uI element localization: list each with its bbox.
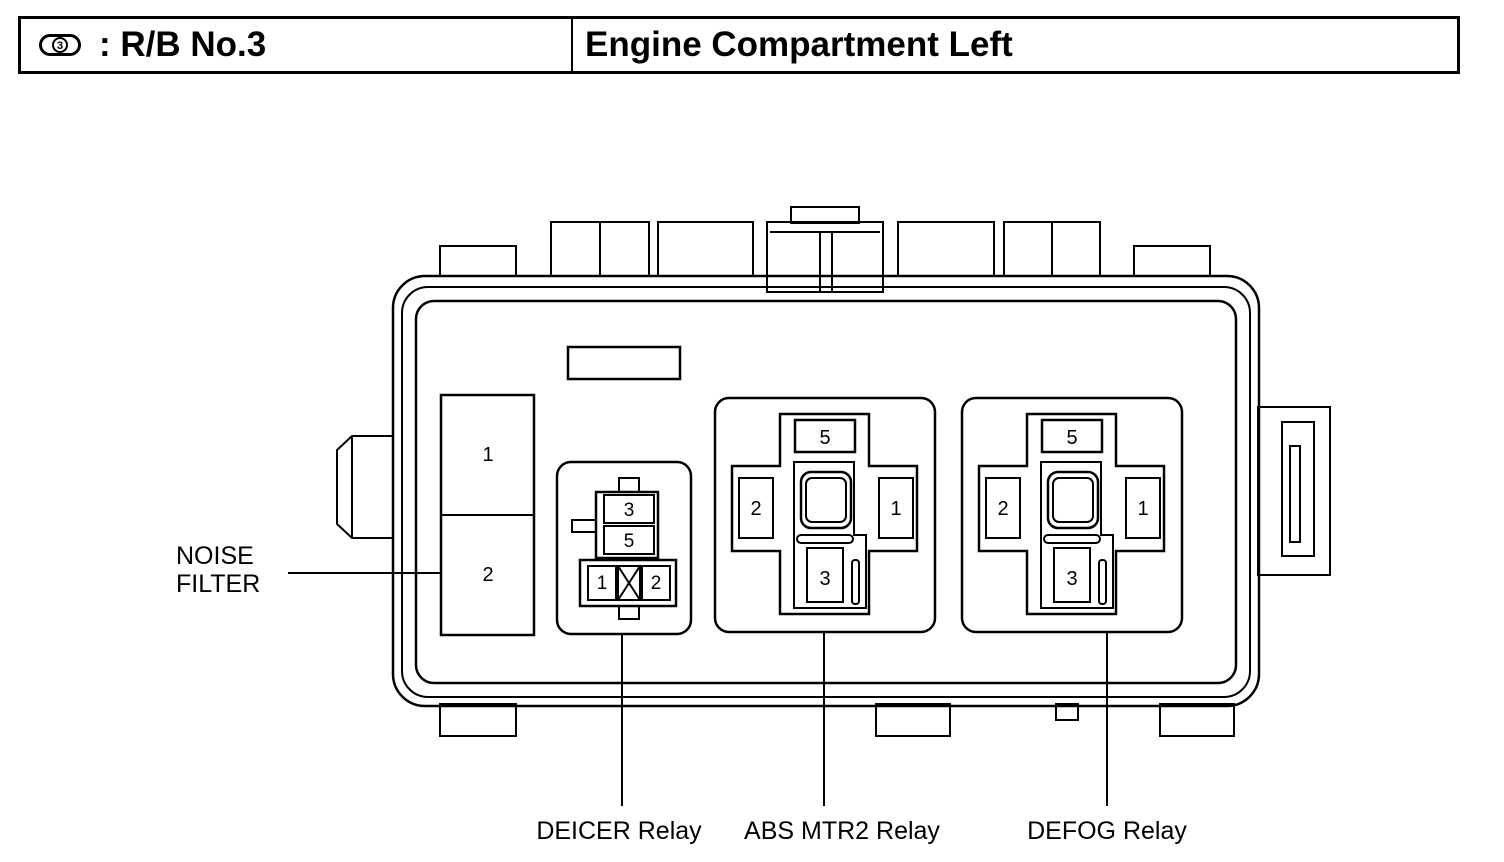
deicer-pin-5: 5: [624, 531, 635, 552]
abs-mtr2-relay: 5 2 1 3 ABS MTR2 Relay: [713, 396, 940, 845]
deicer-pin-3: 3: [624, 500, 635, 521]
noise-filter-label-line1: NOISE: [176, 542, 254, 570]
noise-filter-label-line2: FILTER: [176, 570, 260, 598]
abs-mtr2-pin-2: 2: [750, 498, 761, 520]
header-location: Engine Compartment Left: [573, 19, 1457, 71]
connector-badge-icon: 3: [39, 34, 81, 56]
bottom-tabs: [439, 703, 1235, 737]
box-label: : R/B No.3: [99, 25, 267, 64]
defog-relay: 5 2 1 3 DEFOG Relay: [960, 396, 1187, 845]
deicer-pin-2: 2: [651, 573, 662, 594]
badge-number: 3: [52, 37, 68, 53]
left-latch: [336, 435, 393, 539]
housing: [391, 274, 1261, 708]
defog-pin-1: 1: [1137, 498, 1148, 520]
abs-mtr2-pin-5: 5: [819, 427, 830, 449]
defog-relay-label: DEFOG Relay: [1027, 817, 1187, 845]
header-box-id: 3 : R/B No.3: [21, 19, 573, 71]
location-label: Engine Compartment Left: [585, 25, 1013, 64]
defog-pin-2: 2: [997, 498, 1008, 520]
defog-pin-5: 5: [1066, 427, 1077, 449]
top-tabs: [439, 206, 1211, 293]
abs-mtr2-relay-label: ABS MTR2 Relay: [744, 817, 940, 845]
defog-pin-3: 3: [1066, 568, 1077, 590]
deicer-relay-label: DEICER Relay: [536, 817, 702, 845]
abs-mtr2-pin-1: 1: [890, 498, 901, 520]
right-latch: [1257, 406, 1331, 576]
abs-mtr2-pin-3: 3: [819, 568, 830, 590]
noise-filter-terminal-1: 1: [482, 444, 493, 466]
deicer-pin-1: 1: [597, 573, 608, 594]
noise-filter-terminal-2: 2: [482, 564, 493, 586]
deicer-relay: 3 5 1 2 DEICER Relay: [536, 460, 702, 845]
noise-filter: 1 2 NOISE FILTER: [176, 393, 536, 637]
header-bar: 3 : R/B No.3 Engine Compartment Left: [18, 16, 1460, 74]
